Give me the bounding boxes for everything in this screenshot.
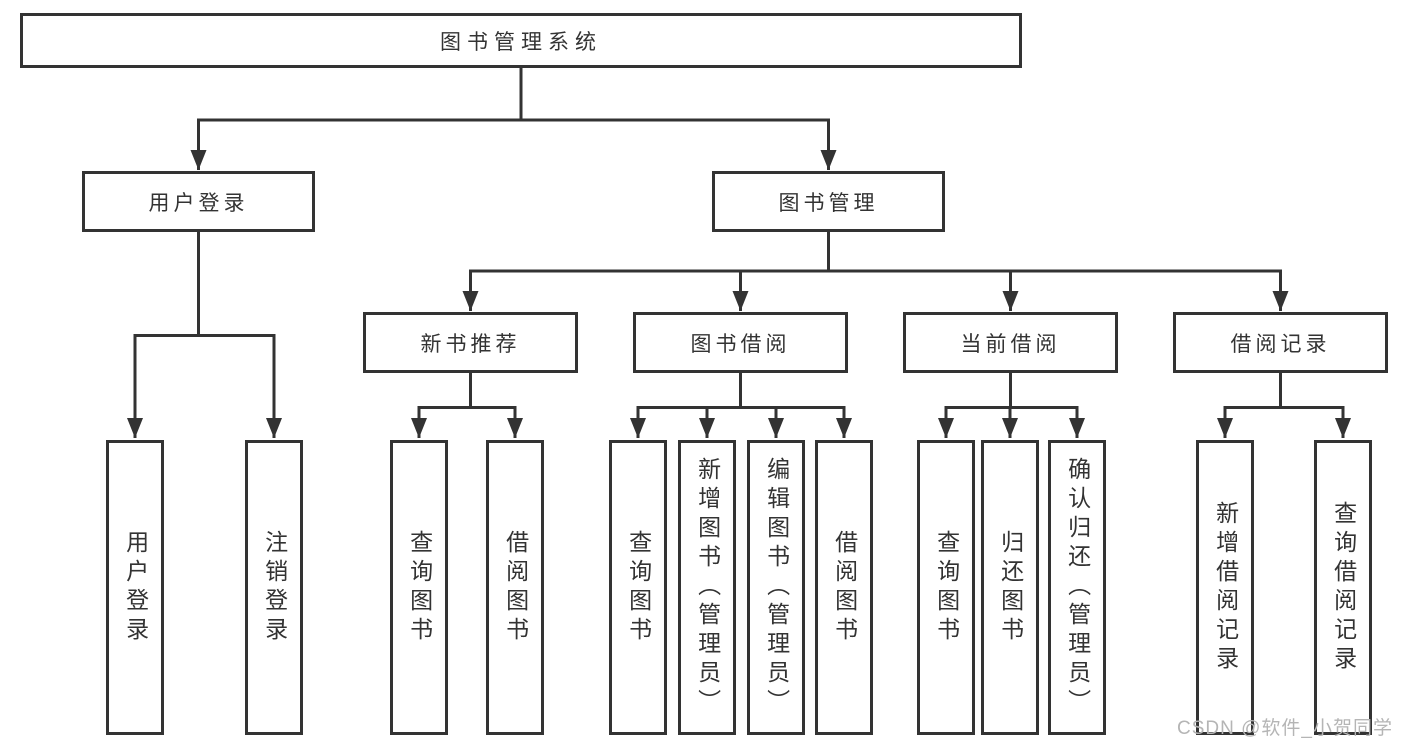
connector-user-login: [127, 232, 282, 438]
node-section-current-borrowing: 当前借阅: [903, 312, 1118, 373]
connector-borrow-records: [1217, 373, 1351, 438]
node-leaf-edit-books-admin: 编辑图书（管理员）: [747, 440, 805, 735]
node-label: 借阅图书: [502, 529, 529, 646]
node-label: 当前借阅: [960, 332, 1061, 356]
node-leaf-query-books-borrowing: 查询图书: [609, 440, 667, 735]
node-label: 注销登录: [261, 529, 288, 646]
node-user-login: 用户登录: [82, 171, 315, 232]
node-book-mgmt: 图书管理: [712, 171, 945, 232]
node-label: 查询图书: [625, 529, 652, 646]
node-leaf-query-books-recommend: 查询图书: [390, 440, 448, 735]
node-label: 确认归还（管理员）: [1064, 457, 1091, 718]
node-section-new-book-recommend: 新书推荐: [363, 312, 578, 373]
node-label: 借阅记录: [1230, 332, 1331, 356]
node-label: 新增借阅记录: [1212, 500, 1239, 675]
node-label: 图书管理: [778, 191, 879, 215]
node-leaf-return-books: 归还图书: [981, 440, 1039, 735]
connector-book-borrowing: [630, 373, 852, 438]
node-label: 图书借阅: [690, 332, 791, 356]
node-label: 查询借阅记录: [1330, 500, 1357, 675]
node-label: 查询图书: [406, 529, 433, 646]
node-label: 图书管理系统: [440, 30, 602, 54]
node-leaf-user-login: 用户登录: [106, 440, 164, 735]
node-label: 新增图书（管理员）: [694, 457, 721, 718]
node-root: 图书管理系统: [20, 13, 1022, 68]
node-label: 归还图书: [997, 529, 1024, 646]
node-leaf-confirm-return-admin: 确认归还（管理员）: [1048, 440, 1106, 735]
connector-book-mgmt: [462, 232, 1289, 311]
connector-current-borrowing: [938, 373, 1085, 438]
node-leaf-add-borrow-record: 新增借阅记录: [1196, 440, 1254, 735]
connector-new-book-recommend: [411, 373, 523, 438]
watermark: CSDN @软件_小贺同学: [1177, 718, 1393, 739]
node-label: 编辑图书（管理员）: [763, 457, 790, 718]
node-leaf-logout: 注销登录: [245, 440, 303, 735]
node-leaf-query-books-current: 查询图书: [917, 440, 975, 735]
connector-root: [190, 68, 837, 170]
node-label: 查询图书: [933, 529, 960, 646]
node-section-book-borrowing: 图书借阅: [633, 312, 848, 373]
node-label: 用户登录: [148, 191, 249, 215]
node-section-borrow-records: 借阅记录: [1173, 312, 1388, 373]
node-label: 新书推荐: [420, 332, 521, 356]
node-leaf-borrow-books-borrowing: 借阅图书: [815, 440, 873, 735]
node-label: 用户登录: [122, 529, 149, 646]
node-label: 借阅图书: [831, 529, 858, 646]
node-leaf-add-books-admin: 新增图书（管理员）: [678, 440, 736, 735]
node-leaf-borrow-books-recommend: 借阅图书: [486, 440, 544, 735]
node-leaf-query-borrow-record: 查询借阅记录: [1314, 440, 1372, 735]
